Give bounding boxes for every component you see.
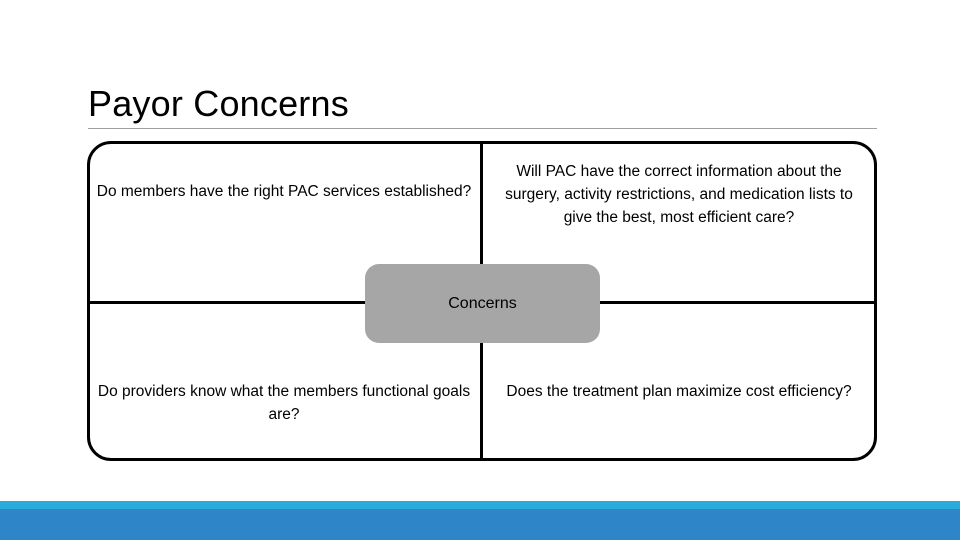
quadrant-top-right-text: Will PAC have the correct information ab… xyxy=(505,163,853,226)
quadrant-top-right: Will PAC have the correct information ab… xyxy=(490,160,868,290)
quadrant-bottom-right: Does the treatment plan maximize cost ef… xyxy=(490,380,868,450)
quadrant-top-left: Do members have the right PAC services e… xyxy=(96,180,472,290)
center-hub-label: Concerns xyxy=(448,294,517,312)
footer-accent-light-bar xyxy=(0,501,960,509)
title-underline-rule xyxy=(88,128,877,129)
footer-accent-dark-bar xyxy=(0,509,960,540)
center-hub-concerns: Concerns xyxy=(365,264,600,343)
quadrant-bottom-left-text: Do providers know what the members funct… xyxy=(97,383,471,423)
quadrant-top-left-text: Do members have the right PAC services e… xyxy=(96,183,472,200)
quadrant-bottom-right-text: Does the treatment plan maximize cost ef… xyxy=(506,383,852,400)
page-title: Payor Concerns xyxy=(88,83,349,124)
quadrant-bottom-left: Do providers know what the members funct… xyxy=(96,380,472,450)
